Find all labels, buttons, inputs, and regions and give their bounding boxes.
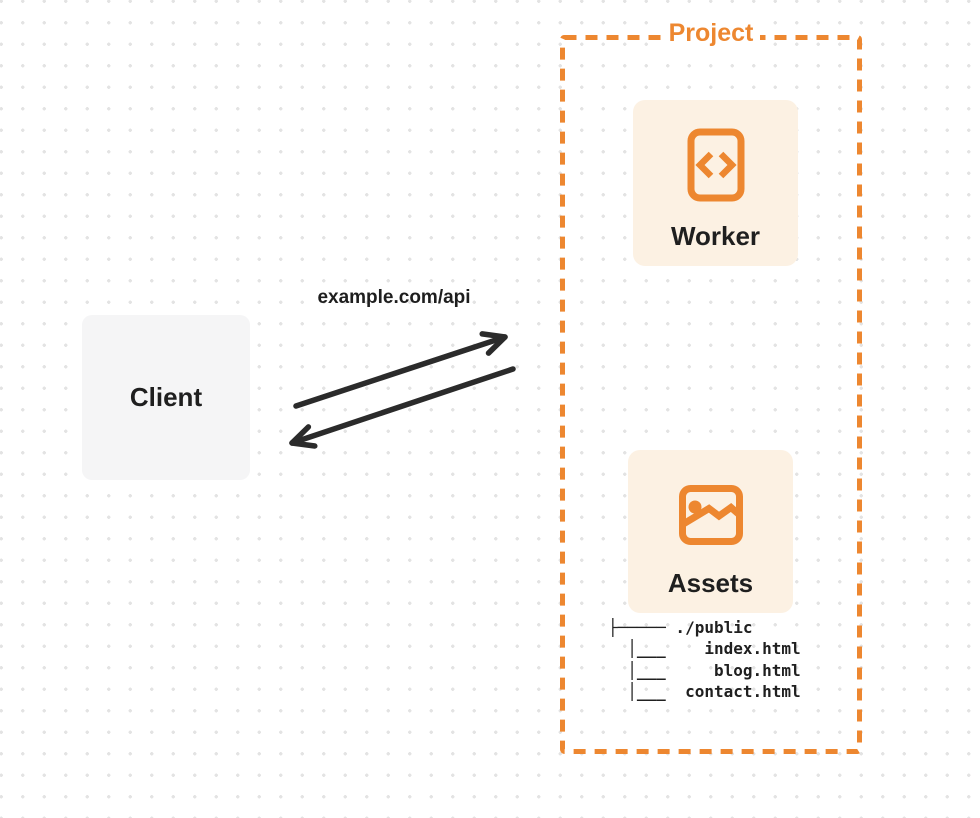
response-arrow bbox=[289, 366, 516, 449]
project-label: Project bbox=[661, 19, 761, 48]
project-label-wrap: Project bbox=[562, 19, 860, 48]
worker-node: Worker bbox=[633, 100, 798, 266]
code-file-icon bbox=[687, 128, 744, 202]
tree-line-contact: │___ contact.html bbox=[608, 681, 801, 701]
file-tree: ├───── ./public │___ index.html │___ blo… bbox=[608, 617, 801, 702]
tree-line-blog: │___ blog.html bbox=[608, 660, 801, 680]
client-node: Client bbox=[82, 315, 250, 480]
assets-label: Assets bbox=[667, 568, 754, 598]
assets-node: Assets bbox=[628, 450, 793, 613]
client-label: Client bbox=[129, 382, 203, 412]
image-icon bbox=[678, 485, 743, 545]
request-url-label: example.com/api bbox=[317, 287, 471, 308]
tree-line-public: ├───── ./public bbox=[608, 618, 753, 637]
worker-label: Worker bbox=[670, 221, 761, 251]
request-arrow bbox=[293, 331, 508, 409]
tree-line-index: │___ index.html bbox=[608, 639, 801, 659]
